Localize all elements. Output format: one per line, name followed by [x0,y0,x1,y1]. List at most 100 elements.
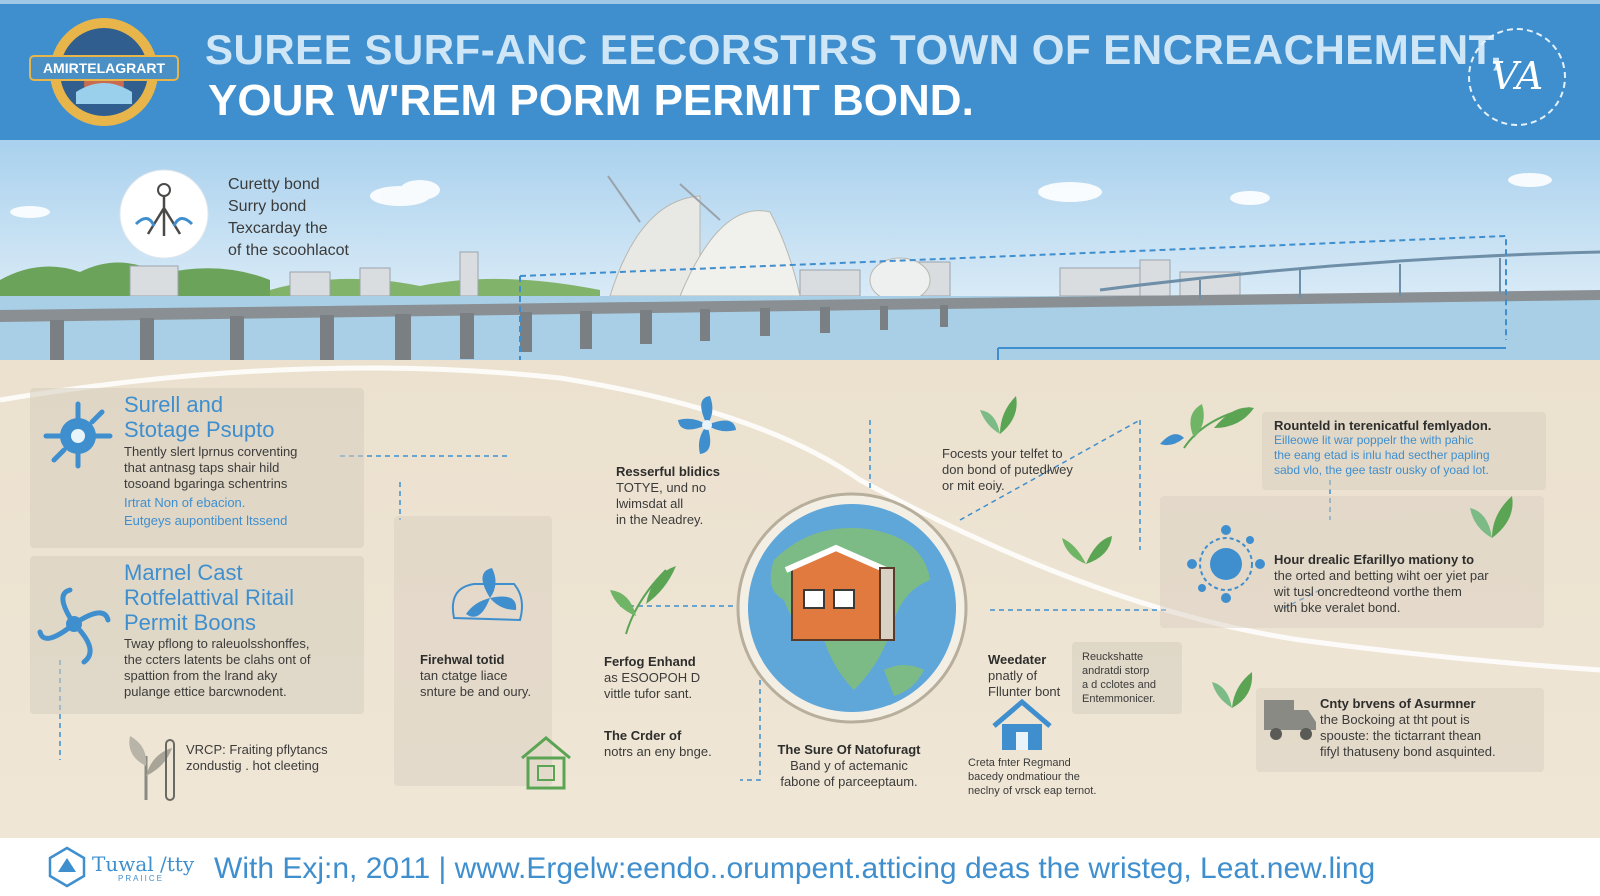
order-text: The Crder of notrs an eny bnge. [604,728,712,760]
right-panel-1-line2: the eang etad is inlu had secther paplin… [1274,448,1490,462]
left-panel-1-link1[interactable]: Irtrat Non of ebacion. [124,495,246,510]
right-panel-1-title: Rounteld in terenicatful femlyadon. [1274,418,1492,433]
right-panel-3-line1: the Bockoing at tht pout is [1320,712,1470,727]
order-line1: notrs an eny bnge. [604,744,712,759]
focets-text: Focests your telfet to don bond of puted… [942,446,1073,494]
reuckshatte-line2: andratdi storp [1082,665,1150,677]
left-panel-1-links: Irtrat Non of ebacion. Eutgeys aupontibe… [124,494,287,530]
weedater-line1: Weedater [988,652,1047,667]
left-panel-1-title-line1: Surell and [124,392,224,417]
legend-line3: Texcarday the [228,220,328,237]
creta-line1: Creta fnter Regmand [968,757,1071,769]
right-panel-2-text: Hour drealic Efarillyo mationy to the or… [1274,552,1489,616]
flower-icon [37,587,111,665]
right-panel-2-line2: wit tusl oncredteond vorthe them [1274,584,1462,599]
creta-text: Creta fnter Regmand bacedy ondmatiour th… [968,756,1096,798]
reuckshatte-panel [1072,642,1182,714]
left-panel-2-body-line2: the ccters latents be clahs ont of [124,652,311,667]
right-panel-2-title: Hour drealic Efarillyo mationy to [1274,552,1475,567]
globe-caption-line2: Band y of actemanic [790,758,908,773]
leaf-icon [610,566,676,635]
truck-icon [1264,700,1316,740]
left-panel-2-title-line2: Rotfelattival Ritail [124,585,294,610]
right-panel-1 [1262,412,1546,490]
header-banner [0,0,1600,140]
left-panel-1-body-line3: tosoand bgaringa schentrins [124,476,288,491]
order-title: The Crder of [604,728,682,743]
globe-caption-line1: The Sure Of Natofuragt [777,742,921,757]
creta-line2: bacedy ondmatiour the [968,771,1080,783]
left-panel-1-title-line2: Stotage Psupto [124,417,275,442]
right-panel-3-line3: fifyl thatuseny bond asquinted. [1320,744,1496,759]
reuckshatte-line4: Entemmonicer. [1082,693,1156,705]
house-icon [521,736,571,790]
left-panel-2-body-line3: spattion from the lrand aky [124,668,278,683]
leaf-icon-green [1062,536,1112,564]
globe-caption: The Sure Of Natofuragt Band y of acteman… [774,742,924,790]
compass-icon [119,169,209,259]
left-panel-2-body: Tway pflong to raleuolsshonffes, the cct… [124,636,310,700]
left-bottom-note: VRCP: Fraiting pflytancs zondustig . hot… [186,742,328,774]
left-panel-1-body: Thently slert lprnus corventing that ant… [124,444,297,492]
footer-text[interactable]: With Exj:n, 2011 | www.Ergelw:eendo..oru… [214,852,1376,885]
left-bottom-line2: zondustig . hot cleeting [186,758,319,773]
right-panel-3-title: Cnty brvens of Asurmner [1320,696,1476,711]
footer-brand-sub: PRAIICE [118,874,165,883]
left-panel-1-body-line2: that antnasg taps shair hild [124,460,280,475]
coastal-scene [0,173,1600,400]
ferfog-line2: vittle tufor sant. [604,686,693,701]
focets-line3: or mit eoiy. [942,478,1005,493]
page-title-line2: YOUR W'REM PORM PERMIT BOND. [208,76,974,125]
leaf-icon-green-right [1212,672,1253,708]
left-panel-1-link2[interactable]: Eutgeys aupontibent ltssend [124,513,288,528]
weedater-text: Weedater pnatly of Fllunter bont [988,652,1060,700]
footer-bar [0,838,1600,896]
firewal-line2: snture be and oury. [420,684,532,699]
reserful-line3: in the Neadrey. [616,512,704,527]
globe-caption-line3: fabone of parceeptaum. [780,774,918,789]
right-panel-1-text: Rounteld in terenicatful femlyadon. Eill… [1274,418,1491,478]
right-panel-1-line1: Eilleowe lit war poppelr the with pahic [1274,433,1474,447]
right-panel-1-line3: sabd vlo, the gee tastr ousky of yoad lo… [1274,463,1489,477]
legend-line1: Curetty bond [228,176,320,193]
focets-line2: don bond of putedlwey [942,462,1073,477]
plant-icon [129,736,175,801]
reserful-text: Resserful blidics TOTYE, und no lwimsdat… [616,464,720,528]
left-panel-1-title: Surell and Stotage Psupto [124,392,274,442]
right-panel-2-line1: the orted and betting wiht oer yiet par [1274,568,1489,583]
legend-line4: of the scoohlacot [228,242,349,259]
emblem-text: AMIRTELAGRART [43,60,166,76]
footer-brand: Tuwal /tty [92,852,195,876]
ferfog-line1: as ESOOPOH D [604,670,701,685]
left-panel-1-body-line1: Thently slert lprnus corventing [124,444,298,459]
header-seal-text: VA [1490,54,1544,98]
globe-icon [736,492,968,724]
firewal-panel [394,516,552,786]
reuckshatte-line1: Reuckshatte [1082,651,1144,663]
right-panel-3-text: Cnty brvens of Asurmner the Bockoing at … [1320,696,1496,760]
weedater-line2: pnatly of [988,668,1038,683]
right-panel-3-line2: spouste: the tictarrant thean [1320,728,1482,743]
reserful-line2: lwimsdat all [616,496,684,511]
emblem-logo: AMIRTELAGRART [29,18,179,126]
focets-line1: Focests your telfet to [942,446,1063,461]
bacteria-icon [43,401,113,469]
ferfog-title: Ferfog Enhand [604,654,696,669]
firewal-line1: tan ctatge liace [420,668,508,683]
legend-line2: Surry bond [228,198,307,215]
fan-icon [452,568,523,622]
footer-logo-icon [48,846,86,888]
weedater-line3: Fllunter bont [988,684,1061,699]
legend-text: Curetty bond Surry bond Texcarday the of… [228,174,349,262]
reuckshatte-text: Reuckshatte andratdi storp a d cclotes a… [1082,650,1156,706]
home-icon [992,698,1052,750]
right-panel-2-line3: with bke veralet bond. [1274,600,1401,615]
leaf-icon-small [980,396,1017,434]
reserful-title: Resserful blidics [616,464,721,479]
left-panel-2-body-line4: pulange ettice barcwnodent. [124,684,287,699]
creta-line3: neclny of vrsck eap ternot. [968,785,1097,797]
fan-icon-blue [678,396,736,454]
left-panel-2-title-line1: Marnel Cast [124,560,243,585]
shoreline-path [0,365,1600,781]
left-bottom-line1: VRCP: Fraiting pflytancs [186,742,328,757]
